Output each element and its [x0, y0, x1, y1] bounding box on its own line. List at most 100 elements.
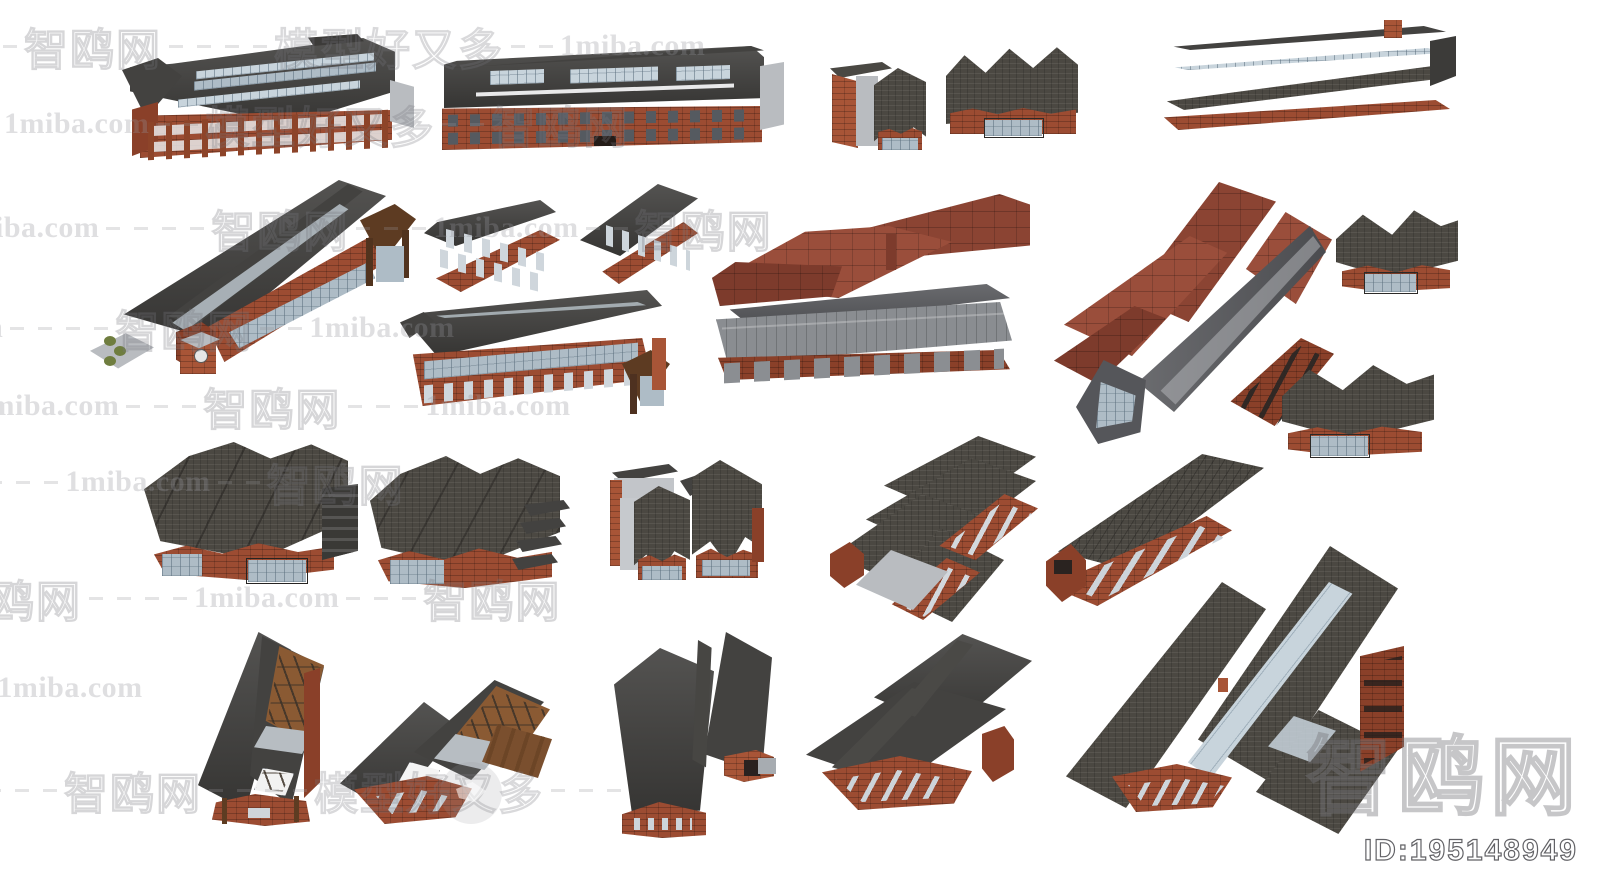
window-frame — [1310, 434, 1370, 458]
arched-window-a — [882, 138, 918, 150]
model-4-sawtooth-roof-workshop-small — [940, 22, 1090, 142]
model-18-long-gable-hall-with-window-band — [1040, 448, 1270, 618]
glazed-ridge-lantern — [1174, 48, 1444, 70]
end-gable-block — [1430, 36, 1456, 86]
model-5-long-hall-with-glazed-ridge — [1148, 14, 1458, 144]
sawtooth-roof — [1282, 365, 1434, 440]
watermark-brand-en: 1miba.com — [0, 389, 120, 422]
watermark-brand-cn: 智鸥网 — [203, 385, 342, 437]
front-glazing-right — [248, 560, 306, 582]
canopy-post — [630, 374, 637, 414]
corner-post-right — [294, 796, 299, 822]
roof-ridge-parapet — [886, 234, 896, 270]
watermark-dash-icon — [3, 44, 17, 48]
rear-brick-pier — [610, 480, 622, 566]
annex-door — [744, 760, 760, 776]
roof-skylight-3 — [676, 65, 730, 81]
entrance-door — [594, 136, 616, 146]
model-22-double-gable-hall — [796, 630, 1046, 824]
end-annex — [760, 62, 784, 130]
watermark-dash-icon — [10, 326, 25, 330]
side-annex — [390, 80, 414, 128]
side-pier — [652, 338, 666, 390]
model-1-long-brick-workshop-with-monitor-roof — [118, 28, 418, 168]
watermark-brand-cn: 智鸥网 — [64, 769, 202, 821]
corner-post-left — [222, 798, 227, 824]
model-6-brick-hall-with-clock-tower — [84, 176, 416, 376]
model-14-wide-sawtooth-factory — [140, 438, 358, 598]
watermark-dash-icon — [182, 404, 197, 408]
glazing-right — [702, 560, 750, 576]
model-21-tall-gable-block — [608, 626, 786, 838]
model-2-long-brick-factory-hall — [428, 28, 788, 158]
front-glazing-left — [162, 554, 202, 576]
model-20-cutaway-hall-exposed-trusses-right — [336, 658, 562, 830]
model-3-twin-gable-sawtooth-block — [826, 24, 946, 156]
watermark-dash-icon — [579, 788, 593, 792]
red-roof-lower-wing — [712, 262, 842, 306]
watermark-brand-en: 1miba.com — [0, 311, 3, 345]
watermark-brand-cn: 智鸥网 — [0, 577, 82, 629]
roof-ridge-cap — [692, 640, 712, 768]
terrace-planter-1 — [104, 336, 116, 346]
terrace-planter-2 — [114, 346, 126, 356]
side-dormer-fins — [322, 484, 358, 560]
glazing-frame-right — [246, 558, 308, 584]
arched-glazing — [984, 120, 1042, 136]
model-15-sawtooth-factory-with-dormers — [368, 442, 578, 600]
roof-bay-seams — [144, 442, 348, 560]
sawtooth-roof — [1336, 210, 1458, 278]
watermark-dash-icon — [348, 404, 363, 408]
model-17-courtyard-gable-complex — [822, 432, 1044, 628]
canopy-post-left — [366, 238, 373, 286]
facade-window-band — [634, 818, 692, 830]
model-10-large-red-roof-l-shaped-plant — [700, 190, 1040, 390]
watermark-dash-icon — [66, 326, 81, 330]
lower-truss-detail — [256, 770, 290, 792]
model-19-cutaway-hall-exposed-trusses-left — [196, 626, 346, 832]
end-wall-door — [1054, 560, 1072, 574]
side-wall-right — [752, 508, 764, 562]
watermark-dash-icon — [0, 480, 3, 484]
model-12-sawtooth-block-right-top — [1332, 198, 1464, 308]
facade-window — [248, 808, 270, 818]
window-frame — [1364, 272, 1418, 294]
front-glazing — [390, 560, 444, 584]
watermark-dash-icon — [15, 788, 29, 792]
watermark-brand-en: 1miba.com — [0, 671, 143, 704]
model-7-two-storey-brick-block-small — [418, 196, 564, 300]
glazing-left — [642, 566, 682, 580]
watermark-dash-icon — [117, 596, 131, 600]
canopy-post-right — [402, 230, 409, 278]
model-9-brick-hall-with-entrance-canopy — [396, 272, 686, 432]
watermark-dash-icon — [376, 404, 391, 408]
canopy-glazing — [376, 246, 404, 282]
annex-shade — [758, 758, 776, 774]
model-16-paired-gable-workshop — [592, 444, 764, 596]
model-8-gable-shed-small — [576, 178, 706, 288]
window-frame-arch — [984, 118, 1044, 138]
roof-skylight-1 — [490, 69, 544, 85]
watermark-dash-icon — [126, 404, 141, 408]
right-side-openings — [1364, 656, 1402, 764]
arched-glazing — [1310, 436, 1368, 456]
clock-face-icon — [194, 349, 208, 363]
watermark-dash-icon — [16, 480, 31, 484]
watermark-dash-icon — [154, 404, 169, 408]
chimney-stack — [1384, 20, 1402, 38]
watermark-dash-icon — [89, 596, 103, 600]
upper-roof-band — [1173, 26, 1446, 50]
watermark-dash-icon — [38, 326, 53, 330]
right-side-wall — [304, 668, 320, 798]
watermark-row: 1miba.com 智鸥网 1miba.com — [0, 656, 143, 720]
left-brick-wall — [832, 74, 858, 148]
side-wall-right — [982, 726, 1014, 782]
watermark-dash-icon — [0, 788, 1, 792]
terrace-planter-3 — [104, 356, 116, 366]
watermark-dash-icon — [44, 480, 59, 484]
arched-glazing — [1364, 274, 1416, 292]
watermark-dash-icon — [43, 788, 57, 792]
glazed-bay — [856, 76, 878, 146]
model-23-large-hall-glazed-ridge-lantern — [1060, 520, 1440, 840]
